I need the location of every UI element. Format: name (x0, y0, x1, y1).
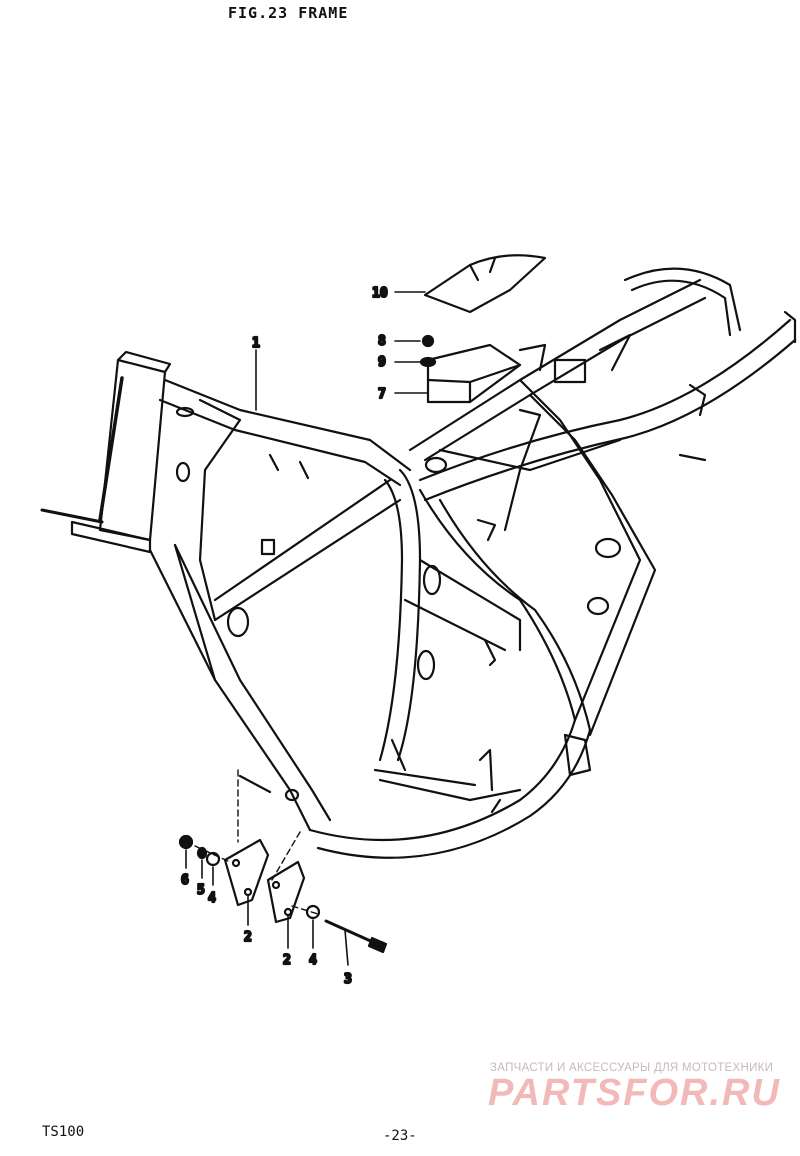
model-label: TS100 (42, 1124, 85, 1140)
lower-cradle (308, 718, 592, 859)
callout-9: 9 (378, 355, 386, 370)
washer-part-4-right (305, 904, 321, 920)
top-tube (158, 378, 412, 487)
callout-6: 6 (181, 873, 189, 888)
rear-main-tube (418, 310, 797, 732)
callout-2-left: 2 (244, 930, 252, 945)
down-tube (148, 543, 332, 832)
cross-members (424, 343, 622, 814)
callout-4-right: 4 (309, 953, 317, 968)
washer-part-4-left (205, 851, 221, 867)
page-number: -23- (383, 1128, 417, 1144)
callout-2-right: 2 (283, 953, 291, 968)
center-frame (378, 468, 522, 762)
leader-lines (185, 291, 429, 966)
callout-1: 1 (252, 336, 260, 351)
steering-head (40, 350, 172, 554)
nut-part-6 (178, 834, 194, 850)
alignment-lines (194, 769, 319, 915)
lock-washer-part-5 (196, 846, 208, 860)
engine-bracket-left (223, 838, 270, 907)
bolt-part-8 (421, 334, 435, 348)
washer-part-9 (419, 356, 437, 368)
engine-bracket-right (266, 860, 306, 924)
bracket-part-7 (426, 343, 522, 404)
callout-5: 5 (197, 883, 205, 898)
callout-10: 10 (372, 286, 388, 301)
watermark-logo: PARTSFOR.RU (488, 1072, 781, 1114)
head-gusset (198, 398, 402, 638)
callout-7: 7 (378, 387, 386, 402)
watermark-tagline: ЗАПЧАСТИ И АКСЕССУАРЫ ДЛЯ МОТОТЕХНИКИ (490, 1062, 774, 1074)
figure-title: FIG.23 FRAME (228, 4, 349, 22)
cover-part-10 (423, 254, 547, 314)
seat-rails (408, 267, 742, 777)
callout-3: 3 (344, 972, 352, 987)
bolt-part-3 (324, 919, 388, 954)
callout-8: 8 (378, 334, 386, 349)
callout-4-left: 4 (208, 891, 216, 906)
